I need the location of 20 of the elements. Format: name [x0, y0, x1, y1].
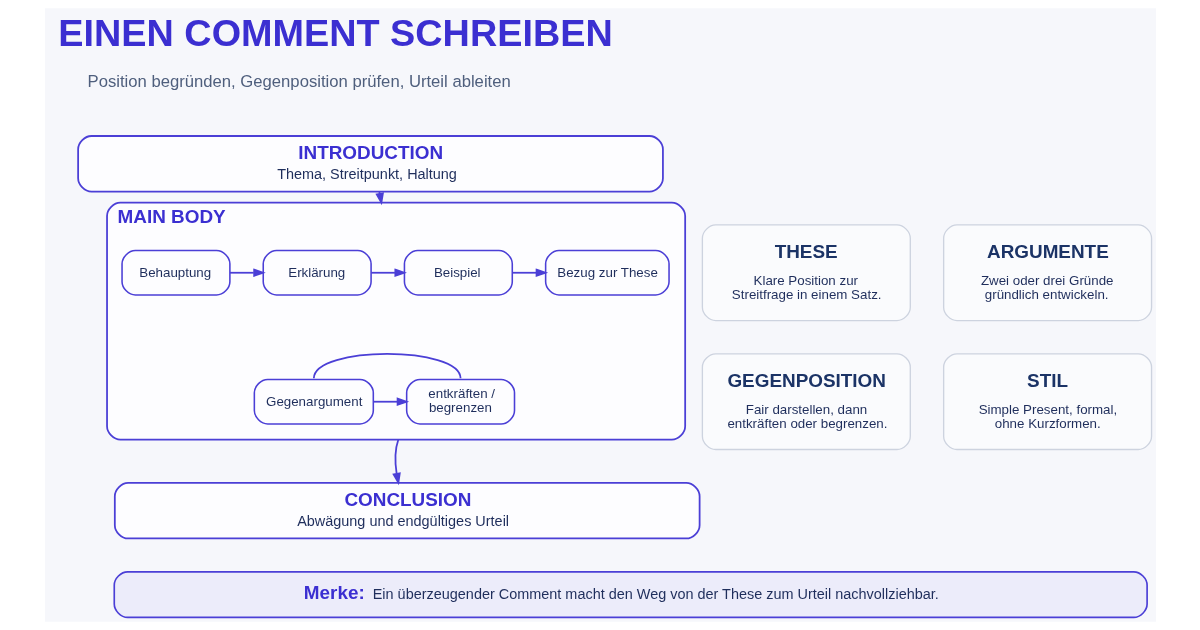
arrow: [391, 438, 401, 486]
node-box: Bezug zur These: [544, 249, 670, 296]
node-box: Beispiel: [403, 249, 513, 296]
arrow: [371, 397, 409, 407]
node-box: entkräften / begrenzen: [405, 378, 515, 425]
arrow: [228, 268, 266, 278]
connector: [312, 353, 461, 380]
node-box: THESE Klare Position zur Streitfrage in einem Satz.: [701, 224, 911, 322]
node-box: GEGENPOSITION Fair darstellen, dann entkräften oder begrenzen.: [701, 353, 911, 451]
node-box: Behauptung: [120, 249, 231, 296]
node-box: ARGUMENTE Zwei oder drei Gründe gründlich entwickeln.: [942, 224, 1152, 322]
label: Position begründen, Gegenposition prüfen, Urteil ableiten: [87, 71, 511, 91]
node-box: STIL Simple Present, formal, ohne Kurzformen.: [942, 353, 1152, 451]
node-box: Merke: Ein überzeugender Comment macht den Weg von der These zum Urteil nachvollziehbar.: [112, 571, 1148, 619]
arrow: [369, 268, 407, 278]
node-box: Gegenargument: [253, 378, 374, 425]
node-box: Erklärung: [261, 249, 372, 296]
arrow: [511, 268, 548, 278]
node-box: CONCLUSION Abwägung und endgültiges Urteil: [113, 482, 700, 540]
diagram-title: EINEN COMMENT SCHREIBEN: [57, 12, 613, 55]
